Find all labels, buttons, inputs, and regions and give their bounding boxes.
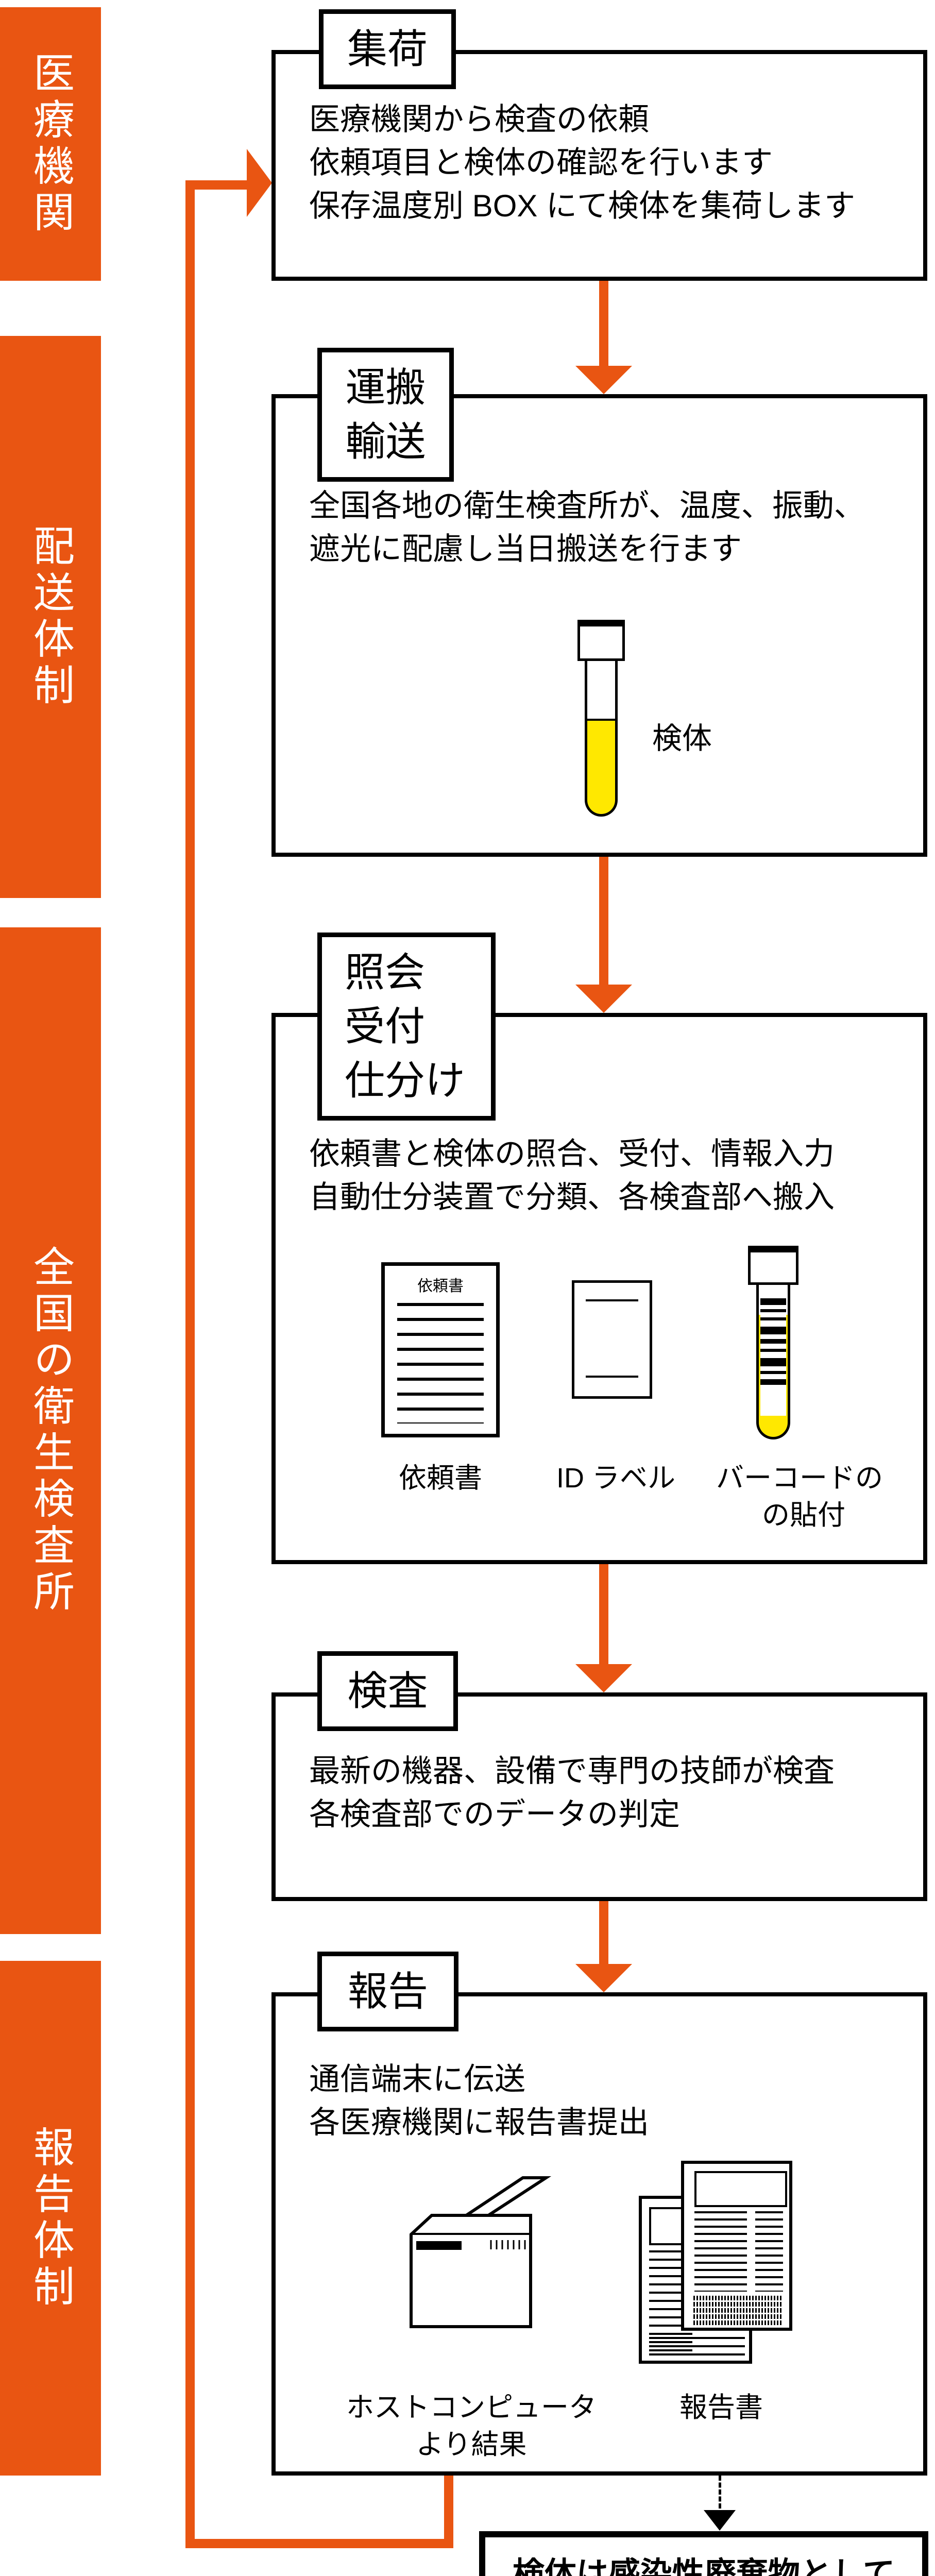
step-label-sorting: 照会 受付 仕分け xyxy=(317,933,496,1121)
request-form-caption: 依頼書 xyxy=(399,1463,482,1494)
host-computer-icon xyxy=(410,2176,552,2328)
body-line: 依頼書と検体の照合、受付、情報入力 xyxy=(309,1137,835,1171)
id-label-caption: ID ラベル xyxy=(556,1463,676,1494)
step-label-report: 報告 xyxy=(317,1952,458,2031)
specimen-tube-icon xyxy=(585,719,618,817)
step-box-testing xyxy=(271,1692,927,1901)
request-form-icon: 依頼書 xyxy=(381,1262,500,1437)
body-line: 保存温度別 BOX にて検体を集荷します xyxy=(309,189,856,223)
sidebar-label: 配送体制 xyxy=(28,524,74,710)
flow-arrow-shaft xyxy=(599,1564,608,1664)
report-sheet-front-icon xyxy=(681,2161,792,2331)
step-label-testing: 検査 xyxy=(317,1651,458,1731)
body-line: 最新の機器、設備で専門の技師が検査 xyxy=(309,1754,835,1788)
request-form-lines xyxy=(397,1303,484,1423)
sidebar-label: 医療機関 xyxy=(28,51,74,237)
specimen-tube-neck-icon xyxy=(585,661,618,719)
step-body-transport: 全国各地の衛生検査所が、温度、振動、 遮光に配慮し当日搬送を行ます xyxy=(309,484,865,571)
request-form-title: 依頼書 xyxy=(417,1278,464,1295)
disposal-note-line: 検体は感染性廃棄物として xyxy=(512,2556,895,2576)
id-label-icon xyxy=(572,1280,652,1399)
flow-arrow-shaft xyxy=(599,1901,608,1964)
step-label-transport: 運搬 輸送 xyxy=(317,348,454,482)
flow-arrow-head-icon xyxy=(575,366,632,394)
sidebar-label: 全国の衛生検査所 xyxy=(28,1245,74,1616)
body-line: 各検査部でのデータの判定 xyxy=(309,1797,680,1832)
disposal-dashed-line xyxy=(719,2476,721,2509)
body-line: 医療機関から検査の依頼 xyxy=(309,102,649,137)
body-line: 通信端末に伝送 xyxy=(309,2062,525,2096)
sidebar-medical-institution: 医療機関 xyxy=(0,7,101,281)
flow-arrow-head-icon xyxy=(575,985,632,1013)
body-line: 全国各地の衛生検査所が、温度、振動、 xyxy=(309,488,865,523)
step-body-testing: 最新の機器、設備で専門の技師が検査 各検査部でのデータの判定 xyxy=(309,1750,835,1836)
sidebar-delivery-system: 配送体制 xyxy=(0,336,101,898)
specimen-tube-cap-icon xyxy=(577,620,625,661)
step-label-text: 集荷 xyxy=(347,26,428,72)
step-label-text: 仕分け xyxy=(345,1058,466,1103)
sidebar-national-labs: 全国の衛生検査所 xyxy=(0,927,101,1934)
loop-line-from-report xyxy=(444,2476,453,2539)
sidebar-label: 報告体制 xyxy=(28,2125,74,2311)
loop-line-top xyxy=(185,180,247,190)
step-label-text: 検査 xyxy=(347,1668,428,1714)
step-label-text: 受付 xyxy=(345,1004,426,1049)
body-line: 遮光に配慮し当日搬送を行ます xyxy=(309,532,742,566)
barcode-caption-line1: バーコードの xyxy=(716,1463,883,1494)
sidebar-reporting-system: 報告体制 xyxy=(0,1961,101,2476)
step-body-sorting: 依頼書と検体の照合、受付、情報入力 自動仕分装置で分類、各検査部へ搬入 xyxy=(309,1132,835,1219)
step-label-collection: 集荷 xyxy=(319,9,456,89)
barcode-tube-cap-icon xyxy=(748,1246,798,1285)
step-label-text: 報告 xyxy=(347,1969,428,2014)
loop-arrowhead-icon xyxy=(247,149,272,217)
specimen-caption: 検体 xyxy=(652,722,712,755)
step-label-text: 運搬 xyxy=(345,365,426,410)
step-body-collection: 医療機関から検査の依頼 依頼項目と検体の確認を行います 保存温度別 BOX にて… xyxy=(309,98,855,228)
body-line: 自動仕分装置で分類、各検査部へ搬入 xyxy=(309,1180,835,1214)
disposal-arrow-head-icon xyxy=(704,2510,736,2531)
flow-arrow-shaft xyxy=(599,857,608,985)
step-box-report xyxy=(271,1992,927,2476)
disposal-note-box: 検体は感染性廃棄物として 適切に処理する xyxy=(479,2531,928,2576)
flow-arrow-head-icon xyxy=(575,1664,632,1692)
step-label-text: 輸送 xyxy=(345,419,426,464)
flow-arrow-head-icon xyxy=(575,1964,632,1992)
barcode-label-icon xyxy=(760,1292,786,1416)
host-computer-caption-line2: より結果 xyxy=(416,2429,527,2460)
loop-line-bottom xyxy=(185,2539,453,2548)
body-line: 依頼項目と検体の確認を行います xyxy=(309,145,773,180)
flow-arrow-shaft xyxy=(599,281,608,366)
report-sheets-caption: 報告書 xyxy=(679,2392,763,2423)
loop-line-left xyxy=(185,180,195,2548)
body-line: 各医療機関に報告書提出 xyxy=(309,2105,649,2140)
host-computer-caption-line1: ホストコンピュータ xyxy=(346,2392,597,2423)
barcode-caption-line2: の貼付 xyxy=(762,1500,845,1531)
step-label-text: 照会 xyxy=(345,950,426,995)
step-body-report: 通信端末に伝送 各医療機関に報告書提出 xyxy=(309,2058,649,2144)
